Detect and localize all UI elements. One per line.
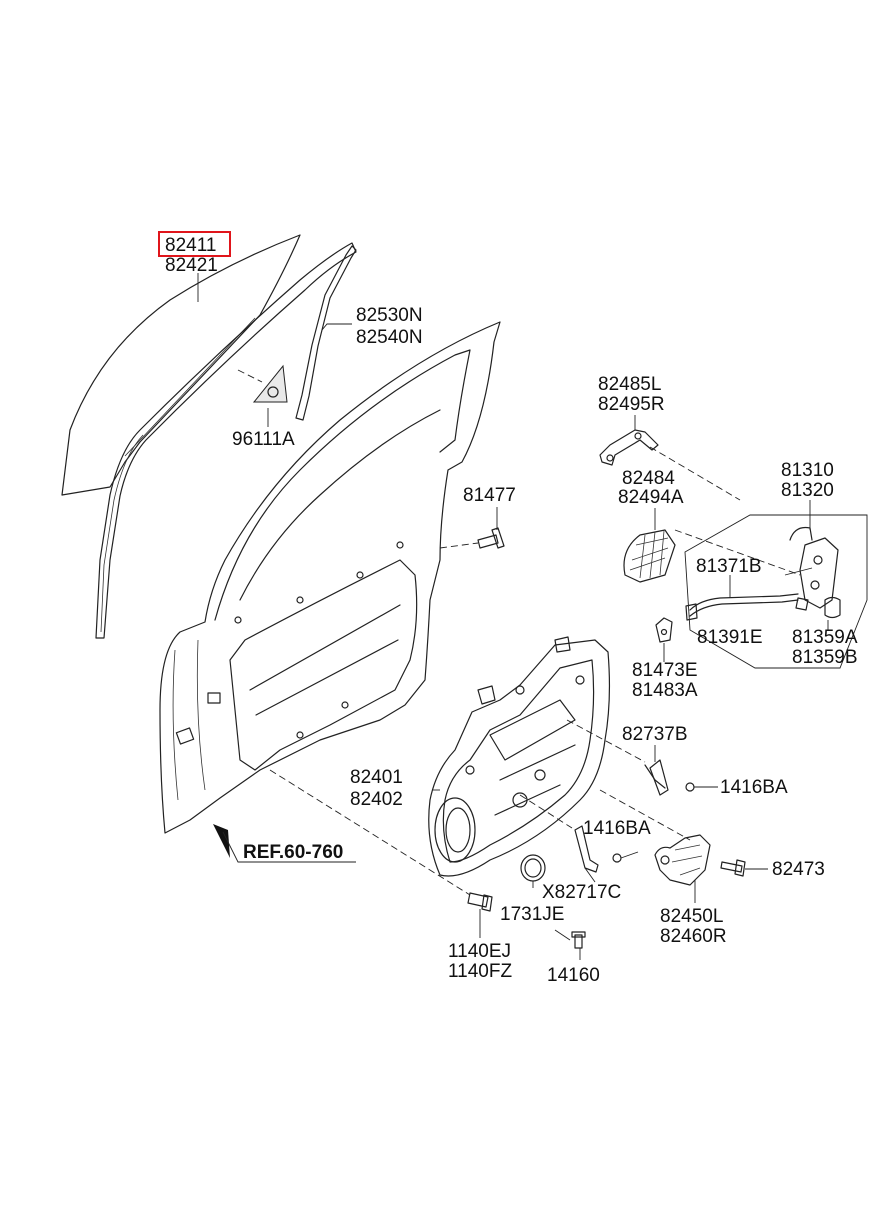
latch-cover[interactable] [824, 596, 841, 619]
label-82402[interactable]: 82402 [350, 789, 403, 810]
label-1416ba-mid[interactable]: 1416BA [583, 818, 651, 839]
label-81477[interactable]: 81477 [463, 485, 516, 506]
ref-label[interactable]: REF.60-760 [243, 842, 343, 863]
inside-handle[interactable] [623, 529, 801, 583]
bolt-1140ej[interactable] [269, 769, 493, 912]
callout-labels: 82411 82421 82530N 82540N 96111A 81477 8… [158, 231, 858, 986]
label-81310[interactable]: 81310 [781, 460, 834, 481]
label-82421[interactable]: 82421 [165, 255, 218, 276]
door-glass[interactable] [61, 234, 301, 496]
glass-run-channel[interactable] [95, 242, 357, 639]
label-82737b[interactable]: 82737B [622, 724, 688, 745]
nut-1416ba-mid[interactable] [612, 853, 622, 863]
label-1416ba-right[interactable]: 1416BA [720, 777, 788, 798]
division-channel[interactable] [295, 245, 357, 421]
latch-bracket[interactable] [599, 429, 741, 501]
label-1140ej[interactable]: 1140EJ [448, 941, 511, 962]
label-81359b[interactable]: 81359B [792, 647, 858, 668]
label-82460r[interactable]: 82460R [660, 926, 727, 947]
label-14160[interactable]: 14160 [547, 965, 600, 986]
label-82485l[interactable]: 82485L [598, 374, 661, 395]
label-82450l[interactable]: 82450L [660, 906, 723, 927]
label-82540n[interactable]: 82540N [356, 327, 423, 348]
latch-assembly-box [684, 514, 868, 669]
leader-lines [197, 273, 829, 960]
stay-bracket[interactable] [566, 719, 669, 796]
highlight-box [158, 231, 231, 257]
label-81391e[interactable]: 81391E [697, 627, 763, 648]
latch-cable[interactable] [685, 593, 799, 621]
door-frame[interactable] [159, 321, 501, 834]
delta-mould[interactable] [237, 364, 288, 403]
label-82484[interactable]: 82484 [622, 468, 675, 489]
cable-clip[interactable] [655, 617, 673, 643]
label-x82717c[interactable]: X82717C [542, 882, 621, 903]
label-82473[interactable]: 82473 [772, 859, 825, 880]
label-1140fz[interactable]: 1140FZ [448, 961, 512, 982]
bolt-81477[interactable] [439, 527, 505, 549]
label-82411[interactable]: 82411 [165, 235, 216, 256]
label-81371b[interactable]: 81371B [696, 556, 762, 577]
nut-1416ba-right[interactable] [685, 782, 695, 792]
plug-grommet[interactable] [520, 854, 546, 882]
label-82495r[interactable]: 82495R [598, 394, 665, 415]
label-81473e[interactable]: 81473E [632, 660, 698, 681]
ref-arrow [213, 824, 356, 863]
label-81320[interactable]: 81320 [781, 480, 834, 501]
label-82494a[interactable]: 82494A [618, 487, 684, 508]
label-81359a[interactable]: 81359A [792, 627, 858, 648]
label-82401[interactable]: 82401 [350, 767, 403, 788]
screw-14160[interactable] [571, 931, 586, 949]
hinge-regulator[interactable] [599, 789, 711, 886]
door-module-panel[interactable] [428, 636, 611, 877]
label-96111a[interactable]: 96111A [232, 429, 295, 450]
label-81483a[interactable]: 81483A [632, 680, 698, 701]
label-1731je[interactable]: 1731JE [500, 904, 564, 925]
label-82530n[interactable]: 82530N [356, 305, 423, 326]
bolt-82473[interactable] [720, 859, 746, 877]
